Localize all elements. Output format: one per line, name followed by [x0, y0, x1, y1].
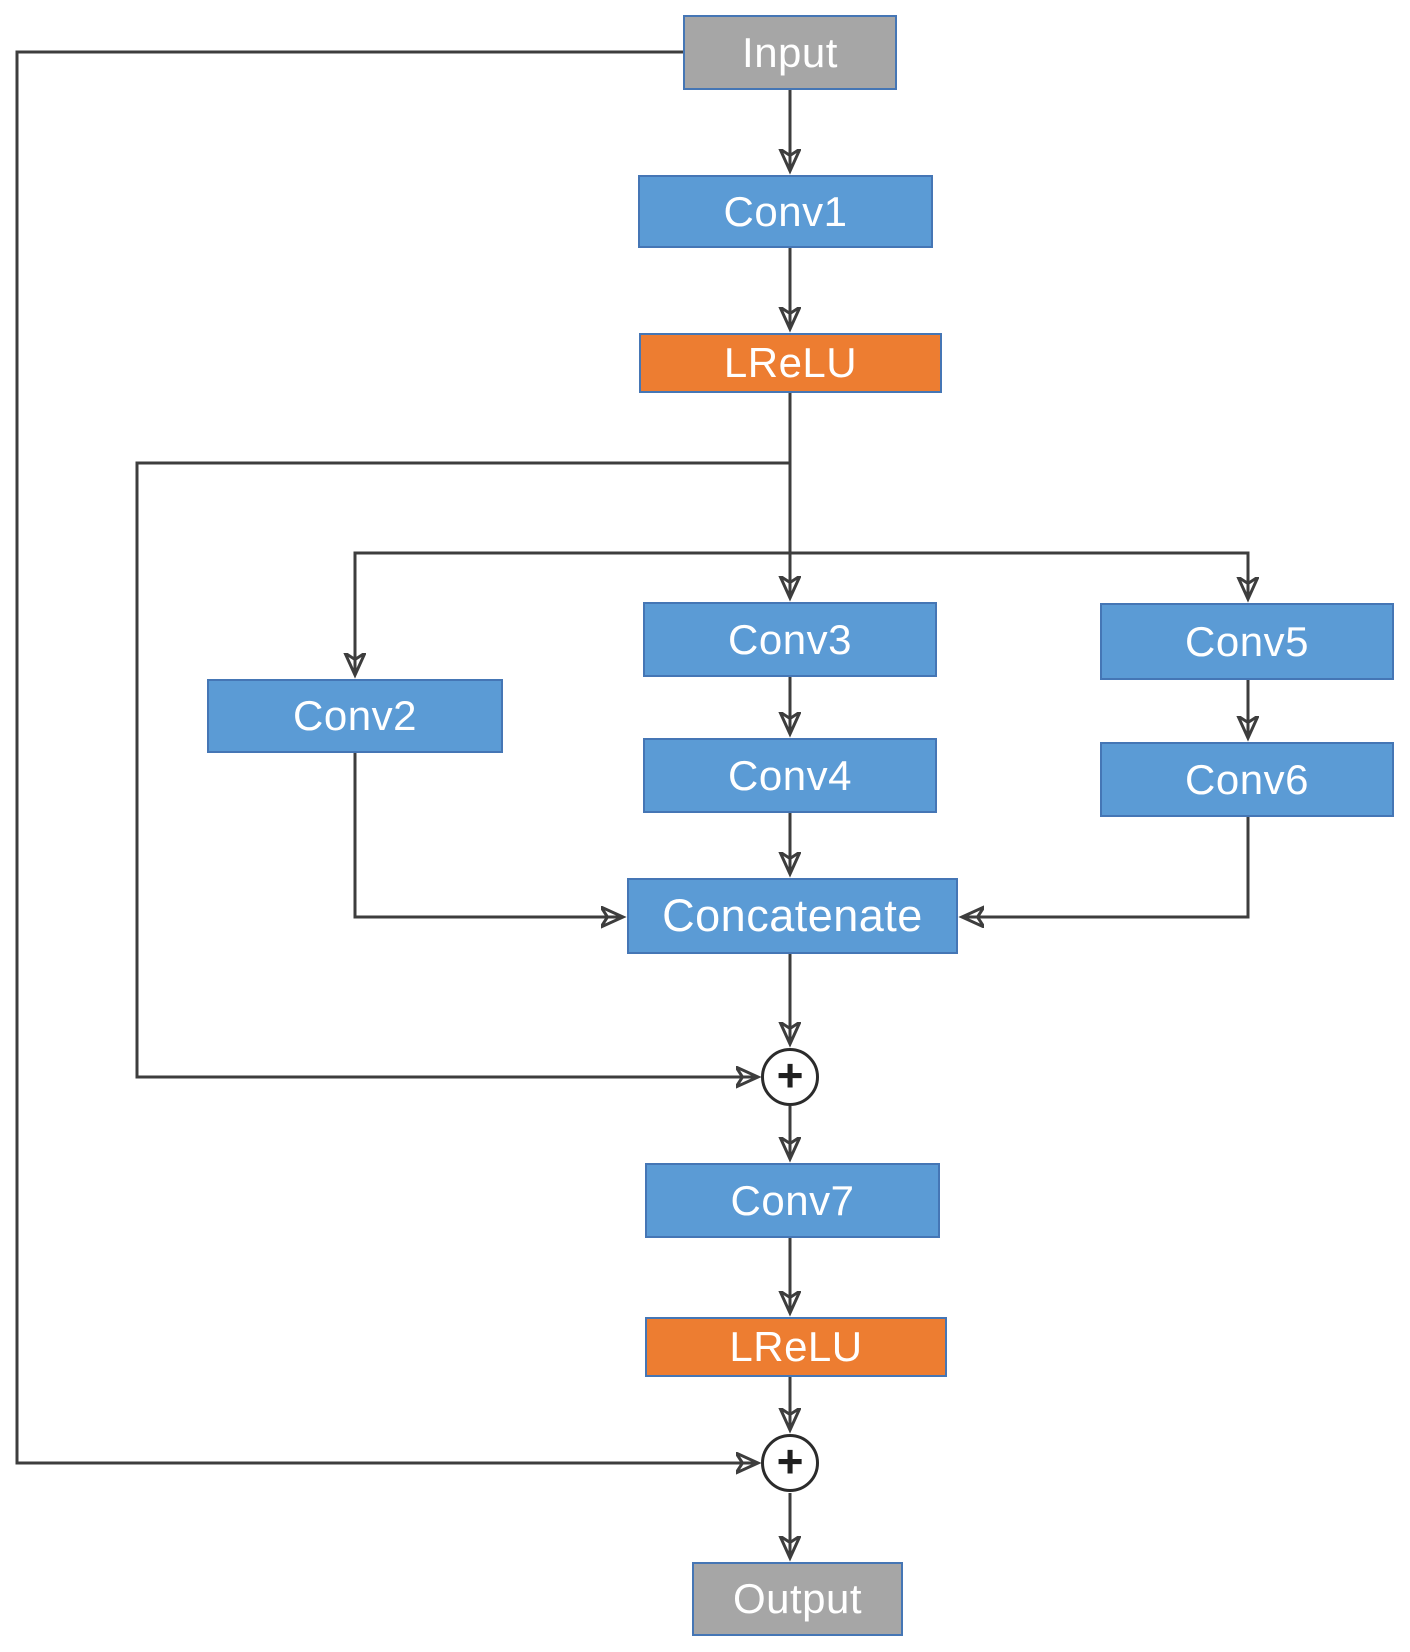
lrelu1-node: LReLU: [639, 333, 942, 393]
conv7-node: Conv7: [645, 1163, 940, 1238]
conv1-node: Conv1: [638, 175, 933, 248]
elementwise-add-1-node: +: [761, 1048, 819, 1106]
edge-conv6-concatenate: [962, 817, 1250, 917]
input-node: Input: [683, 15, 897, 90]
edge-lrelu1-conv5: [790, 551, 1248, 599]
conv3-node: Conv3: [643, 602, 937, 677]
elementwise-add-2-node: +: [761, 1434, 819, 1492]
edge-input-add2-skip: [15, 50, 758, 1463]
plus-icon: +: [776, 1435, 804, 1487]
concatenate-node: Concatenate: [627, 878, 958, 954]
edge-conv2-concatenate: [353, 753, 623, 917]
conv5-node: Conv5: [1100, 603, 1394, 680]
lrelu2-node: LReLU: [645, 1317, 947, 1377]
conv4-node: Conv4: [643, 738, 937, 813]
edge-lrelu1-add1-skip: [135, 461, 790, 1077]
plus-icon: +: [776, 1049, 804, 1101]
conv6-node: Conv6: [1100, 742, 1394, 817]
output-node: Output: [692, 1562, 903, 1636]
conv2-node: Conv2: [207, 679, 503, 753]
edge-lrelu1-conv2: [355, 551, 790, 675]
